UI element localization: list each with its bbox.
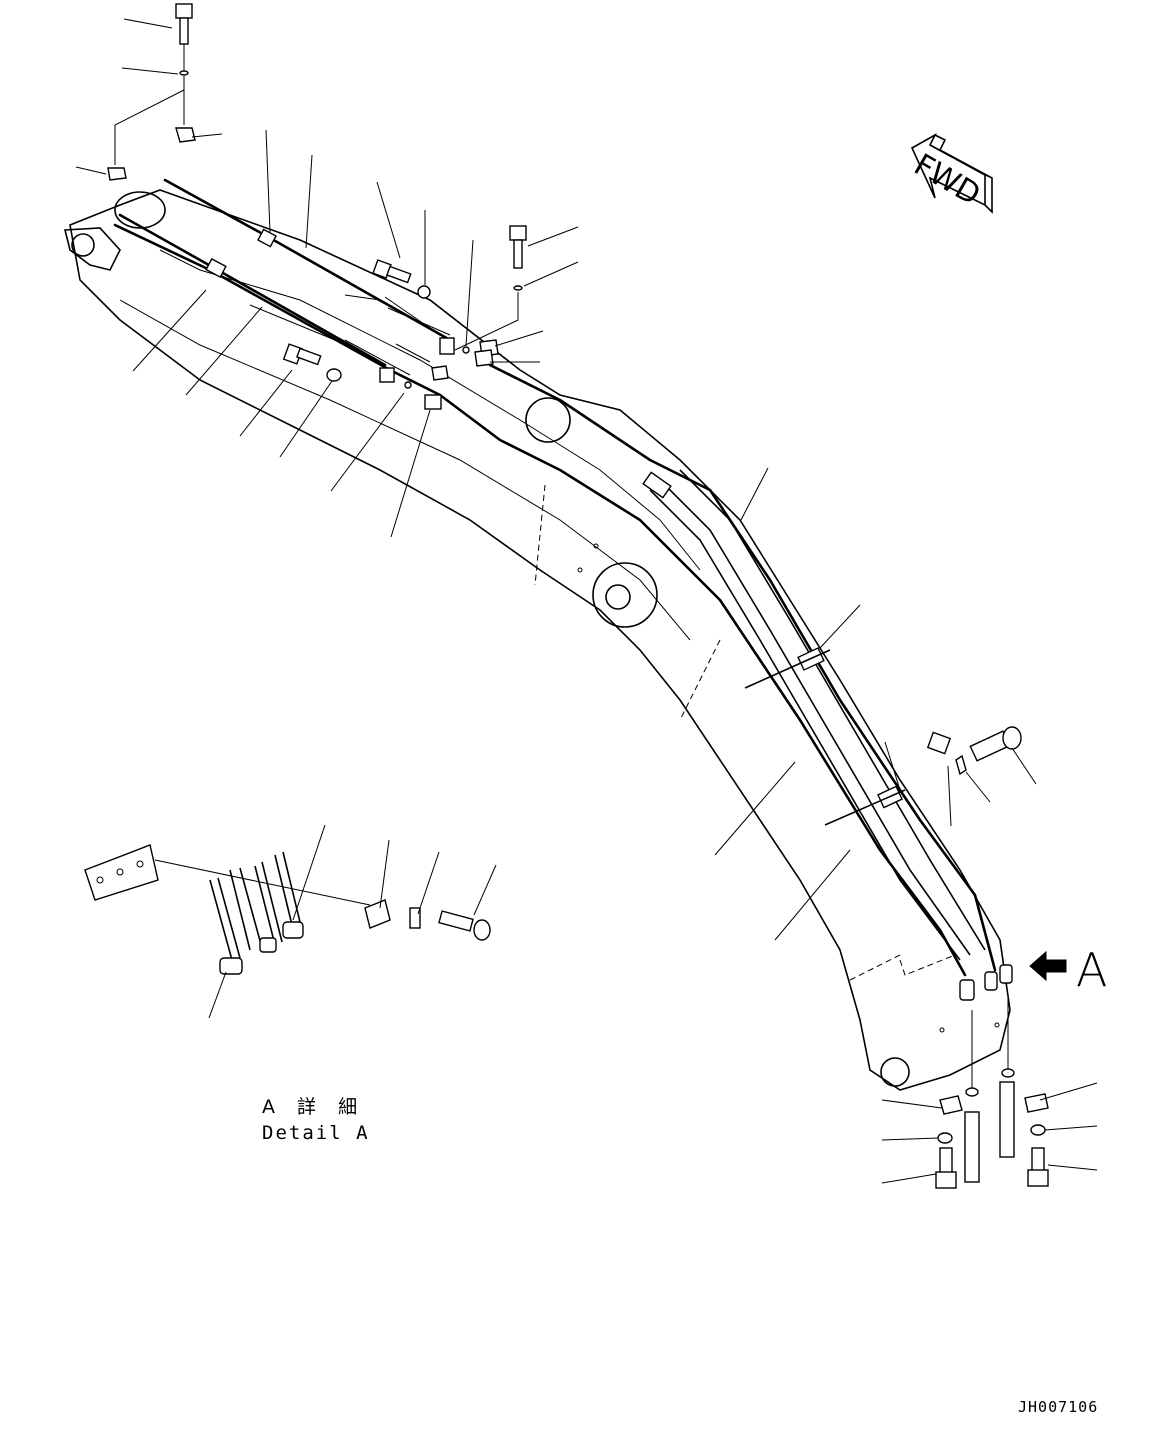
boom-body [63,189,1011,1091]
view-a-arrow-icon [1029,950,1067,982]
detail-caption-japanese: A 詳 細 [262,1096,366,1118]
exploded-parts-upper [107,3,527,389]
hydraulic-pipes [113,178,997,977]
fwd-arrow-icon [910,133,993,214]
view-a-label: A [1076,943,1108,997]
lower-right-fittings [926,726,1049,1189]
detail-caption-english: Detail A [262,1122,370,1144]
drawing-code: JH007106 [1018,1398,1099,1416]
callout-leaders [75,18,1098,1184]
pipe-clamps [205,228,1013,1001]
detail-a-view [84,844,491,975]
